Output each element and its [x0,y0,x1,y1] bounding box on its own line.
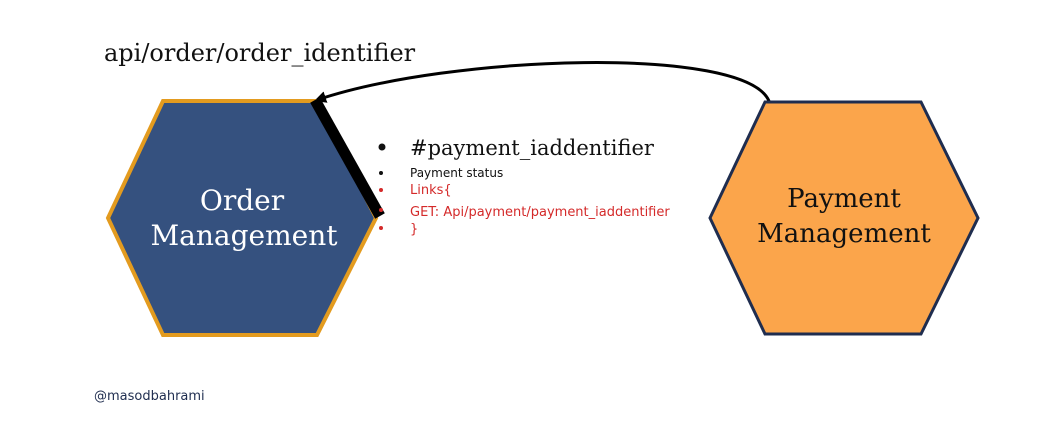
payload-item-text: } [410,222,418,237]
payload-list: #payment_iaddentifier Payment status Lin… [378,136,670,237]
payload-item: Links{ [379,183,452,198]
payment-hexagon-shape [708,100,980,336]
payment-node-title-line1: Payment [787,184,901,214]
payload-item: #payment_iaddentifier [378,136,655,160]
payload-item: Payment status [379,166,503,180]
bullet-icon [379,171,383,175]
bullet-icon [378,143,386,151]
payload-item-text: GET: Api/payment/payment_iaddentifier [410,205,670,220]
bullet-icon [379,226,383,230]
payload-item-text: #payment_iaddentifier [410,136,655,160]
order-node-title-line2: Management [151,219,339,252]
author-credit: @masodbahrami [94,389,205,404]
order-management-node[interactable]: Order Management [105,97,385,337]
order-node-title-line1: Order [200,184,285,217]
bullet-icon [379,208,383,212]
payment-management-node[interactable]: Payment Management [708,100,980,336]
bullet-icon [379,188,383,192]
callback-arrow [314,61,771,103]
payload-item-text: Links{ [410,183,452,198]
payload-item: GET: Api/payment/payment_iaddentifier [379,205,670,220]
payload-item-text: Payment status [410,166,503,180]
endpoint-label: api/order/order_identifier [104,39,416,67]
payment-node-title-line2: Management [757,219,931,249]
order-edge-highlight [310,97,385,219]
payload-item: } [379,222,418,237]
